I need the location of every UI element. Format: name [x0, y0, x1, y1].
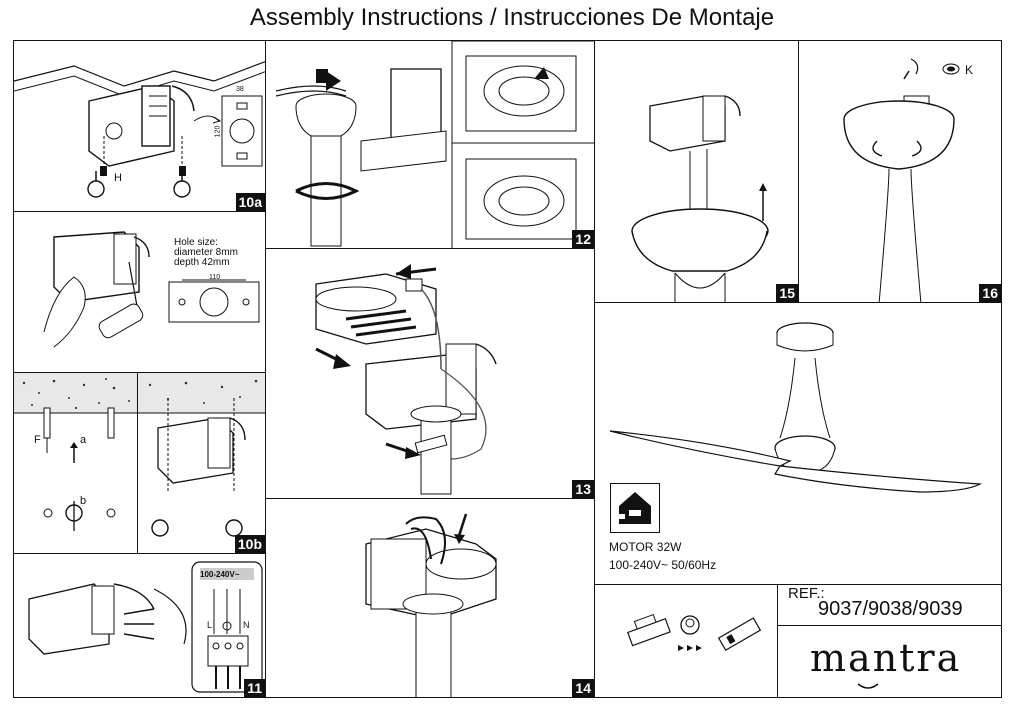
- label-b: b: [80, 495, 87, 507]
- label-H: H: [114, 172, 122, 184]
- anchor-insert-illustration: [14, 373, 137, 531]
- step-number-10b: 10b: [234, 535, 265, 553]
- step-number-13: 13: [572, 480, 594, 498]
- voltage-tag: 100-240V~: [200, 570, 240, 579]
- step-13-panel: 13: [265, 248, 595, 499]
- step-10b-illustration: [138, 373, 265, 537]
- energy-class-icon: [610, 483, 660, 533]
- hole-size-title: Hole size:: [174, 237, 218, 248]
- step-number-15: 15: [776, 284, 798, 302]
- step-number-12: 12: [572, 230, 594, 248]
- step-16-panel: K 16: [798, 40, 1002, 303]
- step-10a-illustration: [14, 61, 265, 198]
- dimension-120: 120: [214, 125, 222, 138]
- step-number-14: 14: [572, 679, 594, 697]
- fan-overview-illustration: [609, 322, 983, 493]
- reference-panel: REF.: 9037/9038/9039: [777, 584, 1002, 626]
- step-12-panel: 12: [265, 40, 595, 249]
- page-title: Assembly Instructions / Instrucciones De…: [249, 4, 775, 31]
- motor-voltage: 100-240V~ 50/60Hz: [609, 558, 717, 572]
- step-number-16: 16: [979, 284, 1001, 302]
- step-number-10a: 10a: [235, 193, 265, 211]
- step-15-illustration: [631, 95, 769, 302]
- step-10a-panel: H 38 120 10a: [13, 40, 266, 212]
- remote-battery-panel: [594, 584, 778, 698]
- drilling-panel: Hole size: diameter 8mm depth 42mm 110: [13, 211, 266, 373]
- motor-power: MOTOR 32W: [609, 540, 682, 554]
- remote-battery-illustration: [627, 614, 762, 652]
- label-K: K: [965, 63, 974, 77]
- step-11-illustration: [28, 561, 263, 693]
- brand-panel: mantra: [777, 625, 1002, 698]
- step-14-panel: 14: [265, 498, 595, 698]
- label-F: F: [34, 434, 41, 446]
- step-13-illustration: [315, 264, 497, 495]
- step-16-illustration: [843, 58, 960, 302]
- step-14-illustration: [365, 513, 497, 697]
- hole-diameter: diameter 8mm: [174, 247, 238, 258]
- ref-label: REF.:: [788, 585, 825, 602]
- step-number-11: 11: [244, 679, 265, 697]
- step-11-panel: 100-240V~ L N 11: [13, 553, 266, 698]
- label-a: a: [80, 434, 87, 446]
- label-L: L: [207, 620, 213, 630]
- dimension-110: 110: [209, 274, 221, 281]
- fan-overview-panel: MOTOR 32W 100-240V~ 50/60Hz: [594, 302, 1002, 585]
- drilling-illustration: [43, 231, 260, 348]
- ref-number: 9037/9038/9039: [818, 598, 963, 620]
- label-N: N: [243, 620, 250, 630]
- step-10b-left-panel: F a b: [13, 372, 138, 554]
- hole-depth: depth 42mm: [174, 257, 230, 268]
- step-12-illustration: [275, 41, 594, 248]
- brand-logo-smile: [857, 683, 879, 689]
- step-15-panel: 15: [594, 40, 799, 303]
- step-10b-panel: 10b: [137, 372, 266, 554]
- dimension-38: 38: [236, 86, 244, 93]
- brand-logo: mantra: [810, 636, 962, 680]
